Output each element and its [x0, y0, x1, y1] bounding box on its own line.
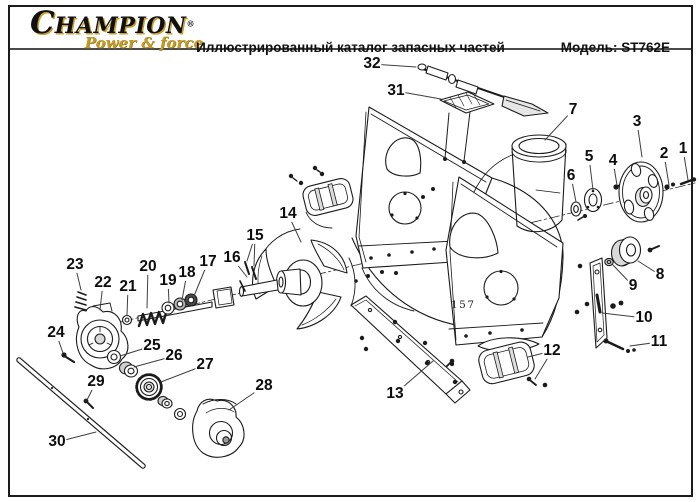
brand-rest: HAMPION	[54, 13, 187, 39]
leader-line-15	[253, 235, 256, 267]
leader-line-4	[612, 160, 618, 186]
leader-line-16	[231, 257, 248, 278]
idler-bracket-assembly	[574, 236, 660, 353]
hex-shaft	[16, 357, 146, 469]
impeller	[238, 239, 348, 330]
brand-tagline: Power & force	[84, 34, 203, 52]
leader-line-12	[534, 350, 553, 380]
leader-line-11	[629, 341, 660, 347]
leader-line-6	[570, 175, 577, 203]
leader-line-28	[228, 385, 265, 411]
shear-pins	[239, 261, 257, 292]
lower-bearing-frame	[444, 337, 548, 388]
champion-logo: CHAMPION® Power & force	[30, 8, 205, 51]
scraper-bar	[350, 295, 471, 404]
leader-line-32	[371, 63, 417, 68]
leader-line-24	[55, 332, 64, 354]
leader-line-19	[167, 280, 170, 304]
leader-line-23	[74, 264, 82, 291]
leader-line-3	[636, 121, 643, 158]
leader-line-26	[133, 355, 175, 368]
page-header: CHAMPION® Power & force Иллюстрированный…	[10, 7, 691, 55]
leader-line-9	[611, 263, 634, 287]
brand-wordmark: CHAMPION®	[30, 8, 205, 39]
leader-line-31	[395, 90, 442, 100]
page-title: Иллюстрированный каталог запасных частей	[196, 40, 505, 55]
discharge-chute	[473, 134, 567, 233]
leader-line-13	[394, 360, 434, 395]
leader-line-5	[588, 156, 594, 191]
leader-line-21	[126, 286, 129, 316]
leader-line-1	[682, 148, 689, 181]
upper-bearing-frame	[288, 165, 354, 229]
housing-right-panel	[354, 176, 564, 346]
housing-part-marking: 157	[451, 299, 476, 311]
brand-initial: C	[30, 5, 55, 41]
leader-line-22	[99, 282, 104, 311]
model-label: Модель: ST762E	[560, 40, 670, 55]
leader-line-27	[160, 364, 206, 383]
cleaning-tool	[417, 63, 549, 117]
leader-line-8	[637, 260, 661, 276]
friction-drive-parts	[106, 349, 245, 458]
drive-pulley-assembly	[570, 161, 697, 223]
auger-shaft-assembly	[121, 286, 235, 328]
leader-line-14	[287, 213, 302, 243]
leader-line-29	[86, 381, 97, 401]
leader-line-7	[544, 109, 574, 141]
leader-line-17	[193, 261, 209, 297]
leader-line-20	[146, 266, 149, 309]
registered-mark: ®	[186, 18, 195, 29]
leader-line-10	[601, 312, 645, 319]
leader-line-2	[663, 153, 670, 186]
chute-bracket	[439, 91, 495, 164]
page-border-frame	[8, 5, 693, 497]
leader-line-30	[56, 431, 97, 443]
